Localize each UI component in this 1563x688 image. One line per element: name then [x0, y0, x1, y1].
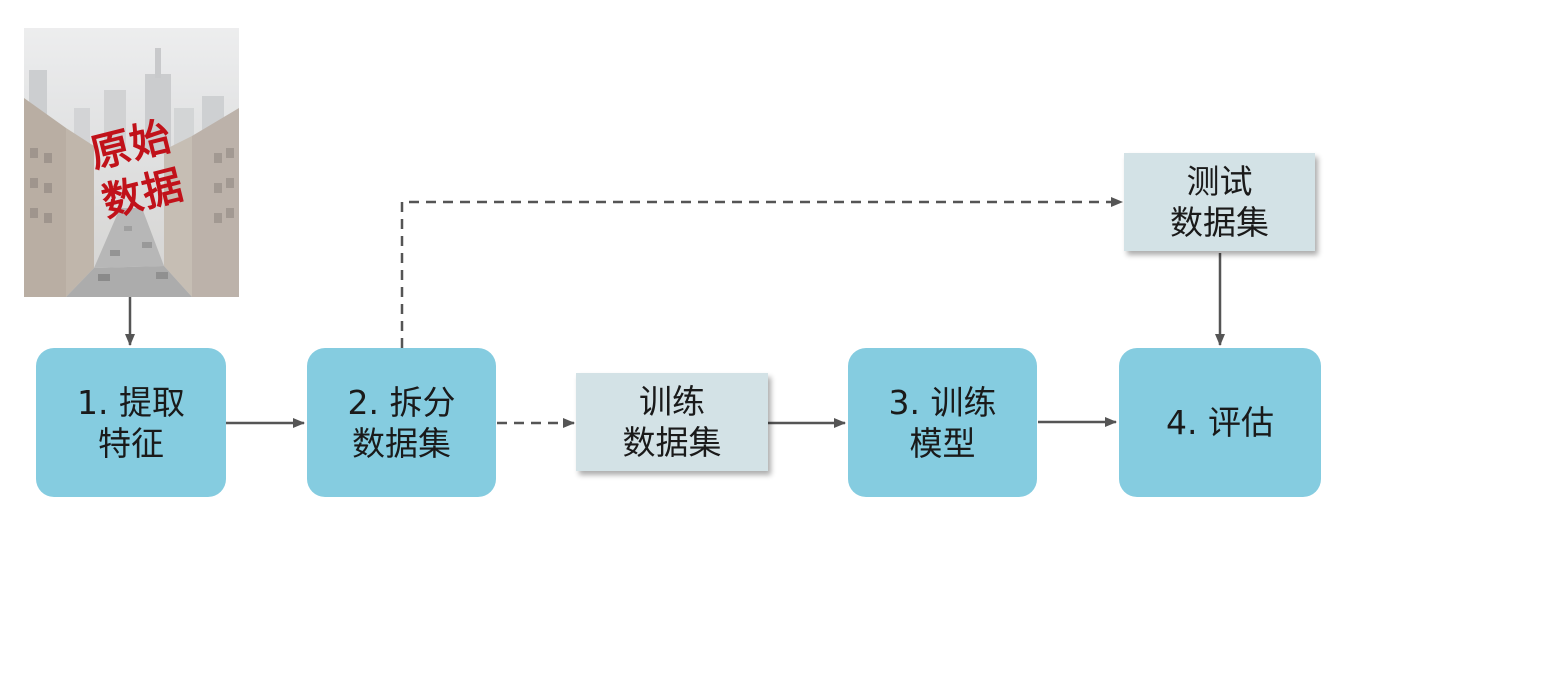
- step-evaluate-label-line-1: 4. 评估: [1166, 403, 1274, 442]
- test-dataset-label-line-1: 测试: [1186, 162, 1253, 201]
- step-train-model: 3. 训练 模型: [848, 348, 1037, 497]
- step-split-label-line-2: 数据集: [352, 423, 451, 463]
- step-split-dataset: 2. 拆分 数据集: [307, 348, 496, 497]
- step-extract-features: 1. 提取 特征: [36, 348, 226, 497]
- step-train-label-line-2: 模型: [909, 423, 976, 463]
- step-evaluate: 4. 评估: [1119, 348, 1321, 497]
- step-train-label-line-1: 3. 训练: [888, 382, 997, 422]
- test-dataset-label-line-2: 数据集: [1170, 203, 1269, 242]
- step-split-label-line-1: 2. 拆分: [347, 382, 456, 422]
- raw-data-image: 原始 数据: [24, 28, 239, 297]
- train-dataset-label-line-2: 数据集: [622, 423, 722, 462]
- train-dataset: 训练 数据集: [576, 373, 768, 471]
- step-extract-label-line-2: 特征: [98, 423, 164, 463]
- test-dataset: 测试 数据集: [1124, 153, 1315, 251]
- city-street-photo: [24, 28, 239, 297]
- train-dataset-label-line-1: 训练: [639, 382, 705, 421]
- arrow-split-to-test-dataset: [400, 197, 1123, 348]
- step-extract-label-line-1: 1. 提取: [77, 382, 185, 422]
